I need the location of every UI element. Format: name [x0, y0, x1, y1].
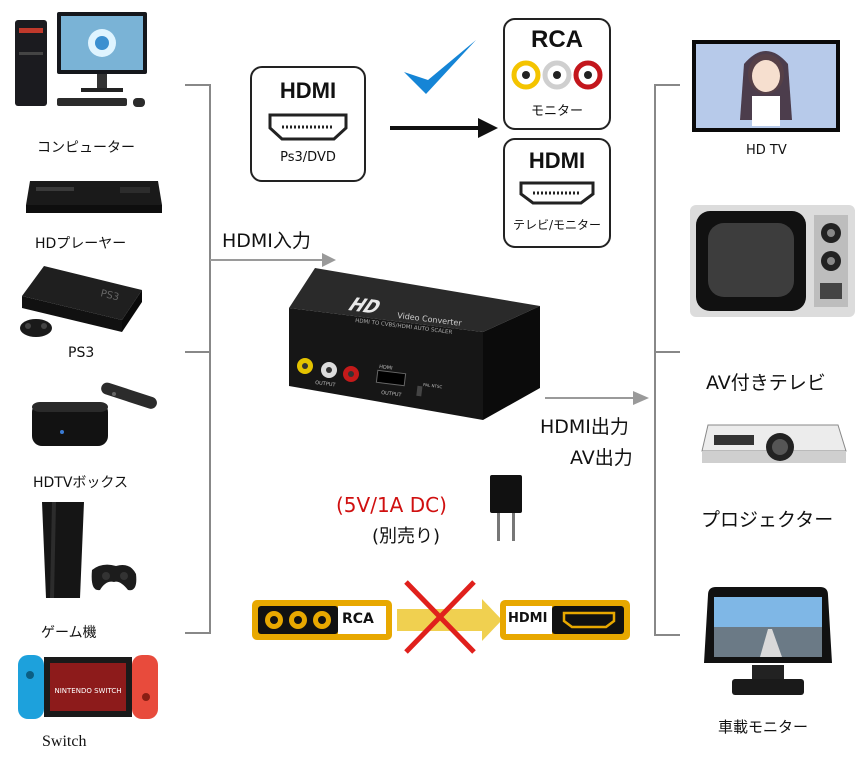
output-line-hdmi: HDMI出力 [540, 416, 629, 438]
output-label-car-monitor: 車載モニター [718, 718, 809, 736]
source-label-computer: コンピューター [37, 140, 135, 156]
ps3-logo-text: PS3 [99, 288, 120, 303]
source-label-game-console: ゲーム機 [41, 625, 97, 641]
hd-tv-illustration [692, 40, 840, 132]
source-label-hd-player: HDプレーヤー [35, 236, 127, 252]
output-label-hd-tv: HD TV [746, 143, 787, 158]
converter-brand: HD [345, 295, 383, 319]
output-line-av: AV出力 [570, 447, 633, 469]
bluray-player-illustration [26, 181, 162, 213]
switch-logo-text: NINTENDO SWITCH [54, 687, 121, 695]
converter-hdmi-output-label: OUTPUT [381, 390, 403, 399]
hdmi-input-label: HDMI入力 [222, 230, 311, 252]
output-label-av-tv: AV付きテレビ [706, 372, 826, 394]
hdmi-monitor-title: HDMI [528, 148, 586, 173]
output-label-projector: プロジェクター [701, 509, 834, 531]
converter-hdmi-port-label: HDMI [379, 364, 393, 372]
check-icon [404, 40, 476, 94]
hdmi-monitor-badge: HDMI テレビ/モニター [503, 138, 611, 248]
rca-badge-subtitle: モニター [530, 104, 583, 119]
hdmi-source-badge: HDMI Ps3/DVD [250, 66, 366, 182]
cross-icon [404, 580, 476, 654]
power-adapter-icon [490, 475, 522, 541]
output-arrow [545, 391, 649, 405]
nintendo-switch-illustration: NINTENDO SWITCH [18, 655, 158, 719]
converter-output-label: OUTPUT [315, 380, 337, 389]
tv-box-illustration [32, 382, 157, 446]
car-monitor-illustration [704, 587, 832, 695]
hdmi-port-icon [268, 113, 348, 141]
hdmi-port-icon-2 [519, 181, 595, 205]
rca-jacks-icon [511, 60, 603, 90]
source-label-hdtv-box: HDTVボックス [33, 475, 129, 491]
hdmi-source-subtitle: Ps3/DVD [280, 150, 336, 165]
converter-switch-label: PAL NTSC [423, 382, 443, 389]
projector-illustration [701, 424, 847, 463]
power-note: (別売り) [372, 526, 441, 547]
hd-video-converter: HD Video Converter HDMI TO CVBS/HDMI AUT… [289, 268, 540, 420]
retro-tv-illustration [690, 205, 855, 317]
source-label-switch: Switch [42, 733, 87, 750]
hdmi-monitor-subtitle: テレビ/モニター [512, 218, 602, 232]
arrow-right-icon [390, 118, 498, 138]
rca-to-hdmi-unsupported [252, 599, 630, 641]
rca-monitor-badge: RCA モニター [503, 18, 611, 130]
ps3-console-illustration: PS3 [20, 266, 142, 337]
game-console-illustration [42, 502, 137, 598]
source-label-ps3: PS3 [68, 345, 95, 361]
power-spec: (5V/1A DC) [336, 493, 447, 517]
computer-illustration [15, 12, 147, 107]
rca-badge-title: RCA [531, 26, 583, 53]
hdmi-source-title: HDMI [279, 78, 337, 103]
cable-hdmi-label: HDMI [508, 611, 548, 626]
cable-rca-label: RCA [342, 611, 374, 627]
